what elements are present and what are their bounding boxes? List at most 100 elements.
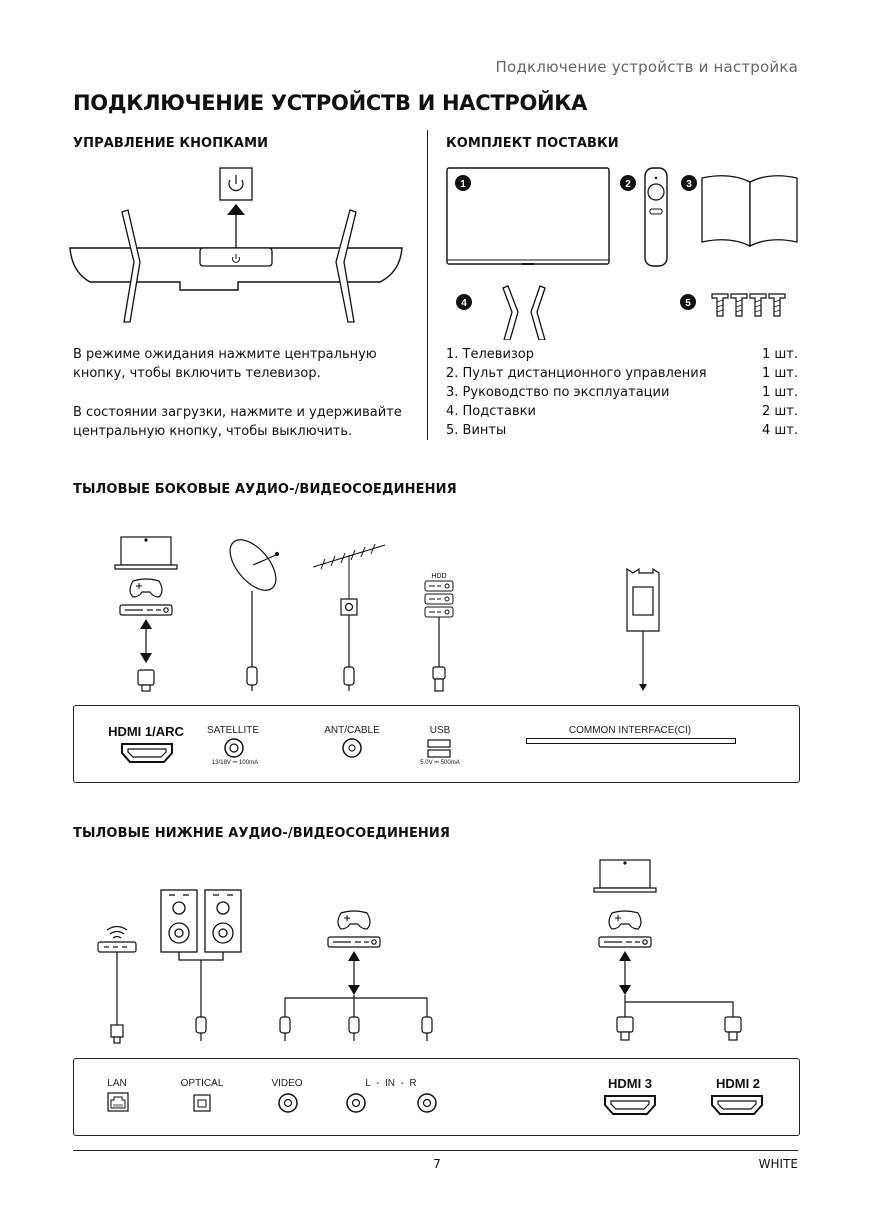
audio-r-port (417, 1093, 437, 1113)
audio-in-label: L - IN - R (365, 1078, 417, 1089)
kit-item-name: 3. Руководство по эксплуатации (446, 385, 670, 400)
footer-rule (73, 1150, 798, 1151)
hdd-icon (424, 580, 454, 618)
ci-card-icon (626, 567, 660, 632)
gamepad-icon (129, 578, 163, 598)
arrow-up-icon (619, 951, 631, 961)
kit-section-title: КОМПЛЕКТ ПОСТАВКИ (446, 136, 619, 151)
antenna-icon (312, 543, 386, 599)
badge-3: 3 (681, 175, 697, 191)
hdmi2-label: HDMI 2 (715, 1076, 761, 1091)
power-icon-box (219, 167, 253, 201)
bottom-section-title: ТЫЛОВЫЕ НИЖНИЕ АУДИО-/ВИДЕОСОЕДИНЕНИЯ (73, 826, 451, 841)
set-top-box-icon (119, 604, 173, 616)
ant-cable-label: ANT/CABLE (324, 725, 380, 736)
arrow-up-icon (348, 951, 360, 961)
power-icon (228, 175, 244, 192)
arrow-down-icon (348, 985, 360, 995)
column-divider (427, 130, 428, 440)
lan-label: LAN (107, 1078, 127, 1089)
kit-list-item: 3. Руководство по эксплуатации 1 шт. (446, 383, 798, 402)
kit-item-qty: 1 шт. (761, 366, 798, 381)
satellite-label: SATELLITE (206, 725, 260, 736)
hdmi1-port (121, 743, 173, 763)
kit-list-item: 4. Подставки 2 шт. (446, 402, 798, 421)
kit-item-name: 4. Подставки (446, 404, 536, 419)
bottom-panel (73, 1058, 800, 1136)
rca-plug-icon (279, 1016, 433, 1041)
running-header: Подключение устройств и настройка (495, 58, 798, 76)
optical-plug-icon (195, 1016, 207, 1041)
gamepad-icon (337, 910, 371, 930)
badge-1: 1 (455, 175, 471, 191)
audio-l-port (346, 1093, 366, 1113)
hdmi-plug-icon (616, 1016, 742, 1041)
hdmi3-label: HDMI 3 (607, 1076, 653, 1091)
bottom-connections-diagram (97, 859, 742, 1044)
arrow-down-icon (140, 653, 152, 663)
footer-color-label: WHITE (758, 1157, 798, 1171)
usb-label: USB (429, 725, 451, 736)
kit-list-item: 5. Винты 4 шт. (446, 421, 798, 440)
wifi-router-icon (97, 925, 137, 953)
laptop-icon (114, 536, 178, 570)
arrow-up-icon (140, 619, 152, 629)
badge-2-label: 2 (625, 179, 631, 190)
arrow-down-icon (619, 985, 631, 995)
side-panel (73, 705, 800, 783)
badge-5-label: 5 (685, 298, 691, 309)
gamepad-icon (608, 910, 642, 930)
kit-item-qty: 1 шт. (761, 385, 798, 400)
kit-item-name: 2. Пульт дистанционного управления (446, 366, 707, 381)
badge-1-label: 1 (460, 179, 466, 190)
optical-port (193, 1094, 211, 1112)
kit-item-qty: 4 шт. (761, 423, 798, 438)
manual-icon (701, 175, 798, 248)
set-top-box-icon (598, 936, 652, 948)
speakers-icon (160, 889, 242, 961)
kit-item-name: 5. Винты (446, 423, 507, 438)
badge-2: 2 (620, 175, 636, 191)
usb-spec: 5.0V ⎓ 500mA (420, 760, 460, 766)
badge-4-label: 4 (461, 298, 467, 309)
laptop-icon (593, 859, 657, 893)
kit-item-name: 1. Телевизор (446, 347, 535, 362)
ant-cable-port (342, 738, 362, 758)
page-number: 7 (433, 1157, 441, 1171)
hdmi-plug-icon (137, 669, 155, 692)
tv-button-diagram (69, 167, 403, 323)
buttons-paragraph-2: В состоянии загрузки, нажмите и удержива… (73, 405, 402, 439)
side-connections-diagram: HDD (114, 536, 660, 692)
satellite-spec: 13/18V ⎓ 100mA (211, 760, 259, 766)
satellite-dish-icon (229, 539, 280, 591)
lan-plug-icon (110, 1024, 124, 1044)
tv-icon (446, 167, 610, 265)
coax-plug-icon (246, 666, 258, 691)
badge-4: 4 (456, 294, 472, 310)
page-title: ПОДКЛЮЧЕНИЕ УСТРОЙСТВ И НАСТРОЙКА (73, 91, 588, 115)
ci-slot (526, 738, 736, 744)
kit-list-item: 2. Пульт дистанционного управления 1 шт. (446, 364, 798, 383)
set-top-box-icon (327, 936, 381, 948)
video-port (278, 1093, 298, 1113)
usb-port (427, 739, 451, 758)
hdd-label: HDD (431, 573, 446, 580)
antenna-socket-icon (340, 598, 358, 616)
buttons-paragraph-1: В режиме ожидания нажмите центральную кн… (73, 347, 377, 381)
usb-plug-icon (432, 666, 446, 692)
kit-item-qty: 2 шт. (761, 404, 798, 419)
lan-port (107, 1092, 129, 1112)
arrow-down-icon (639, 684, 647, 691)
hdmi2-port (711, 1095, 763, 1115)
hdmi1-label: HDMI 1/ARC (108, 724, 184, 739)
kit-illustration: 1 2 3 4 5 (446, 167, 798, 340)
buttons-section-title: УПРАВЛЕНИЕ КНОПКАМИ (73, 136, 269, 151)
remote-icon (644, 167, 668, 267)
video-label: VIDEO (271, 1078, 303, 1089)
satellite-port (224, 738, 244, 758)
side-section-title: ТЫЛОВЫЕ БОКОВЫЕ АУДИО-/ВИДЕОСОЕДИНЕНИЯ (73, 482, 457, 497)
optical-label: OPTICAL (180, 1078, 224, 1089)
ci-label: COMMON INTERFACE(CI) (568, 725, 692, 736)
